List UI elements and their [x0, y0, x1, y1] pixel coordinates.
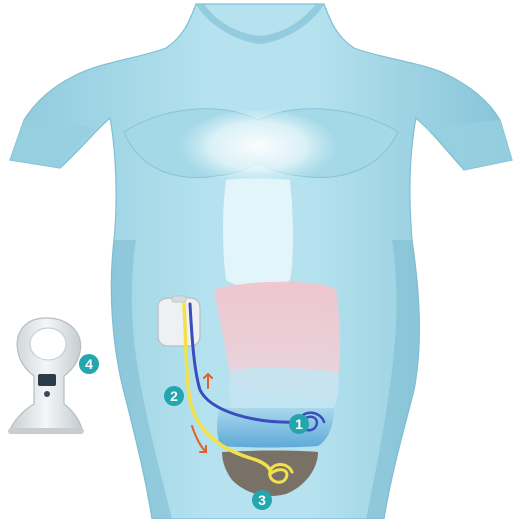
badge-2: 2 — [164, 386, 184, 406]
badge-4-label: 4 — [85, 356, 93, 372]
abdomen-highlight — [223, 179, 293, 288]
bladder-region — [217, 368, 339, 448]
bladder-upper — [229, 368, 339, 408]
right-arm-shading — [426, 120, 512, 170]
badge-2-label: 2 — [170, 388, 178, 404]
badge-1: 1 — [289, 414, 309, 434]
badge-1-label: 1 — [295, 416, 303, 432]
charger-display — [38, 374, 56, 386]
badge-3-label: 3 — [258, 492, 266, 508]
external-charger-icon — [8, 318, 84, 434]
charger-hole — [30, 328, 66, 360]
badge-4: 4 — [79, 354, 99, 374]
charger-base — [8, 428, 84, 434]
chest-highlight — [178, 110, 338, 190]
charger-button — [44, 391, 50, 397]
badge-3: 3 — [252, 490, 272, 510]
